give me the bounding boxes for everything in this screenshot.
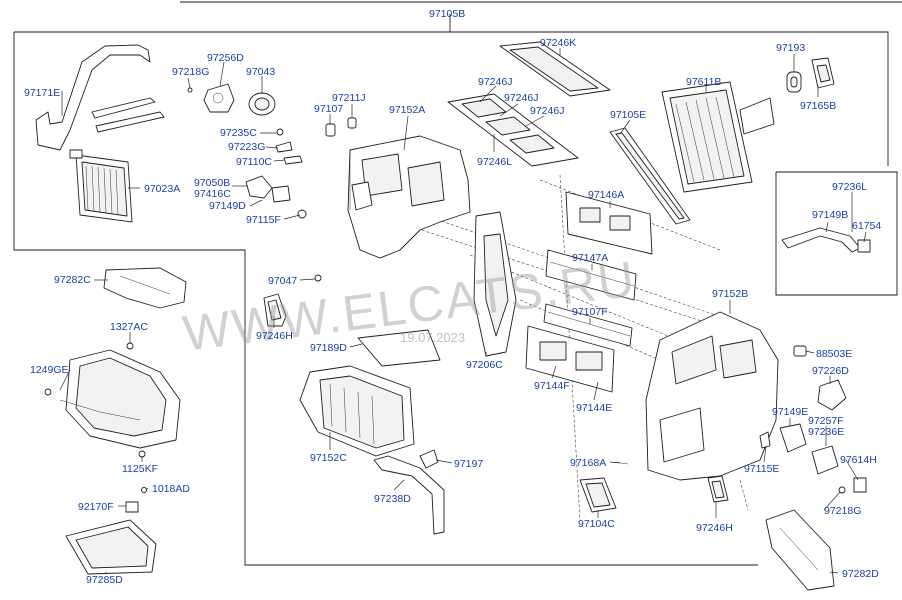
label-97149b[interactable]: 97149B bbox=[812, 209, 848, 221]
filter-frame-97246k bbox=[499, 41, 611, 97]
seal-97105e bbox=[609, 127, 691, 225]
part-labels: 97105B 97171E 97218G 97256D 97043 97023A… bbox=[24, 8, 881, 586]
label-97193[interactable]: 97193 bbox=[776, 42, 805, 54]
module-97285d bbox=[65, 519, 157, 575]
case-left-97152a bbox=[347, 135, 471, 259]
label-97105e[interactable]: 97105E bbox=[610, 109, 646, 121]
watermark-date: 19.07.2023 bbox=[400, 330, 465, 345]
cover-97189d bbox=[357, 329, 441, 367]
label-97285d[interactable]: 97285D bbox=[86, 574, 123, 586]
label-1018ad[interactable]: 1018AD bbox=[152, 483, 190, 495]
label-97152c[interactable]: 97152C bbox=[310, 452, 347, 464]
label-88503e[interactable]: 88503E bbox=[816, 348, 852, 360]
label-97047[interactable]: 97047 bbox=[268, 275, 297, 287]
label-97256d[interactable]: 97256D bbox=[207, 52, 244, 64]
label-97246j-b[interactable]: 97246J bbox=[504, 92, 538, 104]
label-97246k[interactable]: 97246K bbox=[540, 37, 576, 49]
label-97050b[interactable]: 97050B bbox=[194, 177, 230, 189]
label-97104c[interactable]: 97104C bbox=[578, 518, 615, 530]
label-97146a[interactable]: 97146A bbox=[588, 189, 624, 201]
label-61754[interactable]: 61754 bbox=[852, 220, 881, 232]
actuators-right bbox=[613, 345, 867, 494]
label-97110c[interactable]: 97110C bbox=[236, 156, 272, 168]
door-97144f bbox=[525, 325, 615, 393]
label-97257f[interactable]: 97257F bbox=[808, 415, 844, 427]
heater-pipe-97171e bbox=[35, 44, 165, 151]
drain-hose-97238d bbox=[373, 455, 445, 535]
label-97165b[interactable]: 97165B bbox=[800, 100, 836, 112]
gasket-97246h-right bbox=[707, 475, 729, 503]
blower-motor-97043 bbox=[248, 92, 276, 116]
grommet-97047 bbox=[314, 274, 322, 282]
label-1249ge[interactable]: 1249GE bbox=[30, 364, 69, 376]
label-97614h[interactable]: 97614H bbox=[840, 454, 877, 466]
label-97246j-c[interactable]: 97246J bbox=[530, 105, 564, 117]
label-97043[interactable]: 97043 bbox=[246, 66, 275, 78]
label-97107f[interactable]: 97107F bbox=[572, 306, 608, 318]
label-97115f[interactable]: 97115F bbox=[246, 214, 281, 226]
label-97023a[interactable]: 97023A bbox=[144, 183, 180, 195]
label-97171e[interactable]: 97171E bbox=[24, 87, 60, 99]
label-97206c[interactable]: 97206C bbox=[466, 359, 503, 371]
label-97197[interactable]: 97197 bbox=[454, 458, 483, 470]
bracket-92170f bbox=[125, 487, 147, 513]
clip-97197 bbox=[419, 449, 439, 469]
label-97218g-bottom[interactable]: 97218G bbox=[824, 505, 861, 517]
label-97144e[interactable]: 97144E bbox=[576, 402, 612, 414]
label-97416c[interactable]: 97416C bbox=[194, 188, 231, 200]
label-97246l[interactable]: 97246L bbox=[477, 156, 512, 168]
label-92170f[interactable]: 92170F bbox=[78, 501, 114, 513]
label-97282d[interactable]: 97282D bbox=[842, 568, 879, 580]
filter-gasket-97246l bbox=[447, 93, 579, 167]
heater-core-97023a bbox=[69, 149, 133, 223]
label-97168a[interactable]: 97168A bbox=[570, 457, 606, 469]
label-1125kf[interactable]: 1125KF bbox=[122, 463, 158, 475]
evaporator-97611b bbox=[661, 81, 775, 193]
door-97107f bbox=[543, 303, 633, 347]
label-97218g-top[interactable]: 97218G bbox=[172, 66, 209, 78]
label-97235c[interactable]: 97235C bbox=[220, 127, 257, 139]
door-97146a bbox=[565, 191, 653, 255]
label-97149d[interactable]: 97149D bbox=[209, 200, 246, 212]
hose-97236l bbox=[781, 227, 871, 253]
door-97147a bbox=[545, 249, 637, 301]
label-1327ac[interactable]: 1327AC bbox=[110, 321, 148, 333]
label-97152b[interactable]: 97152B bbox=[712, 288, 748, 300]
label-97246h-right[interactable]: 97246H bbox=[696, 522, 733, 534]
label-97246h-left[interactable]: 97246H bbox=[256, 330, 293, 342]
gasket-97104c bbox=[579, 477, 617, 513]
label-97115e[interactable]: 97115E bbox=[744, 463, 779, 475]
gasket-97193 bbox=[786, 71, 802, 93]
label-97246j-a[interactable]: 97246J bbox=[478, 76, 512, 88]
label-97611b[interactable]: 97611B bbox=[686, 76, 721, 88]
label-97107[interactable]: 97107 bbox=[314, 103, 343, 115]
label-97236e[interactable]: 97236E bbox=[808, 426, 844, 438]
duct-97282c bbox=[103, 267, 187, 309]
center-case-97206c bbox=[473, 211, 517, 357]
label-97152a[interactable]: 97152A bbox=[389, 104, 425, 116]
diagram-frame bbox=[13, 1, 902, 566]
label-97149e[interactable]: 97149E bbox=[772, 406, 808, 418]
duct-97282d bbox=[765, 509, 835, 591]
label-97147a[interactable]: 97147A bbox=[572, 252, 608, 264]
label-97211j[interactable]: 97211J bbox=[332, 92, 366, 104]
label-97144f[interactable]: 97144F bbox=[534, 380, 570, 392]
label-97282c[interactable]: 97282C bbox=[54, 274, 91, 286]
label-97236l[interactable]: 97236L bbox=[832, 181, 867, 193]
label-97105b[interactable]: 97105B bbox=[429, 8, 465, 20]
blower-assembly bbox=[44, 342, 181, 458]
leader-lines bbox=[59, 48, 867, 574]
lower-case-97152c bbox=[299, 365, 415, 457]
gasket-97165b bbox=[811, 57, 835, 89]
label-97223g[interactable]: 97223G bbox=[228, 141, 265, 153]
case-right-97152b bbox=[645, 311, 779, 481]
gasket-97246h-left bbox=[263, 293, 287, 327]
label-97189d[interactable]: 97189D bbox=[310, 342, 347, 354]
label-97226d[interactable]: 97226D bbox=[812, 365, 849, 377]
label-97238d[interactable]: 97238D bbox=[374, 493, 411, 505]
small-links bbox=[245, 117, 357, 219]
actuator-97256d bbox=[187, 83, 235, 113]
